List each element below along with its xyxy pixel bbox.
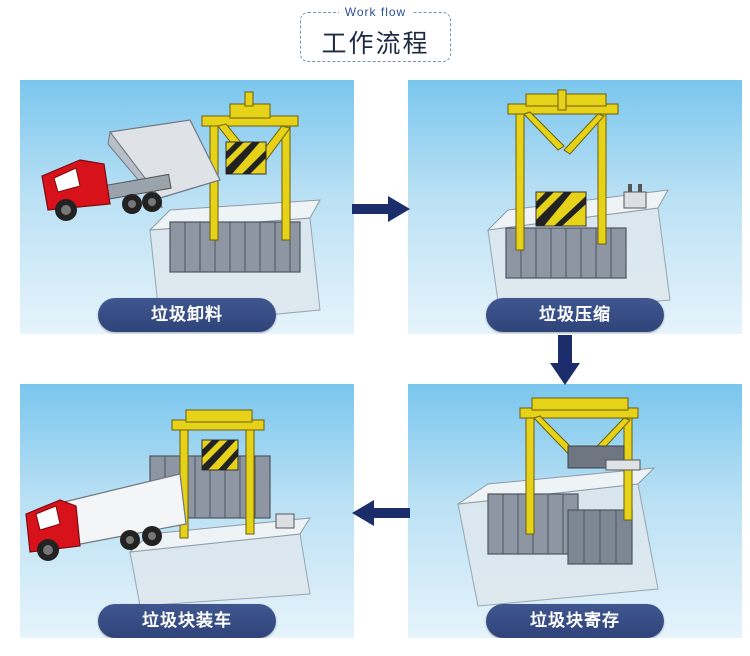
header-title: 工作流程 bbox=[321, 29, 430, 58]
control-box bbox=[623, 184, 647, 209]
arrow-down-icon bbox=[550, 335, 580, 385]
header-subtitle: Work flow bbox=[300, 5, 451, 19]
hazard-stripe-block-4 bbox=[201, 439, 239, 471]
arrow-left-icon bbox=[352, 500, 410, 526]
stage-panel-unloading: 垃圾卸料 bbox=[20, 80, 354, 334]
hazard-stripe-block-1 bbox=[225, 141, 267, 175]
stage-label: 垃圾压缩 bbox=[486, 298, 664, 332]
stage-label: 垃圾块装车 bbox=[98, 604, 276, 638]
stage-panel-storage: 垃圾块寄存 bbox=[408, 384, 742, 638]
arrow-right-icon bbox=[352, 196, 410, 222]
unloading-illustration bbox=[41, 91, 321, 326]
stage-label: 垃圾卸料 bbox=[98, 298, 276, 332]
stage-panel-truck-loading: 垃圾块装车 bbox=[20, 384, 354, 638]
storage-illustration bbox=[457, 397, 659, 607]
truck-unloading bbox=[41, 119, 221, 221]
hazard-stripe-block-2 bbox=[535, 191, 587, 227]
truck-loading bbox=[25, 473, 187, 561]
stage-label: 垃圾块寄存 bbox=[486, 604, 664, 638]
truck-loading-illustration bbox=[25, 409, 311, 607]
compression-illustration bbox=[486, 89, 671, 317]
stage-panel-compression: 垃圾压缩 bbox=[408, 80, 742, 334]
